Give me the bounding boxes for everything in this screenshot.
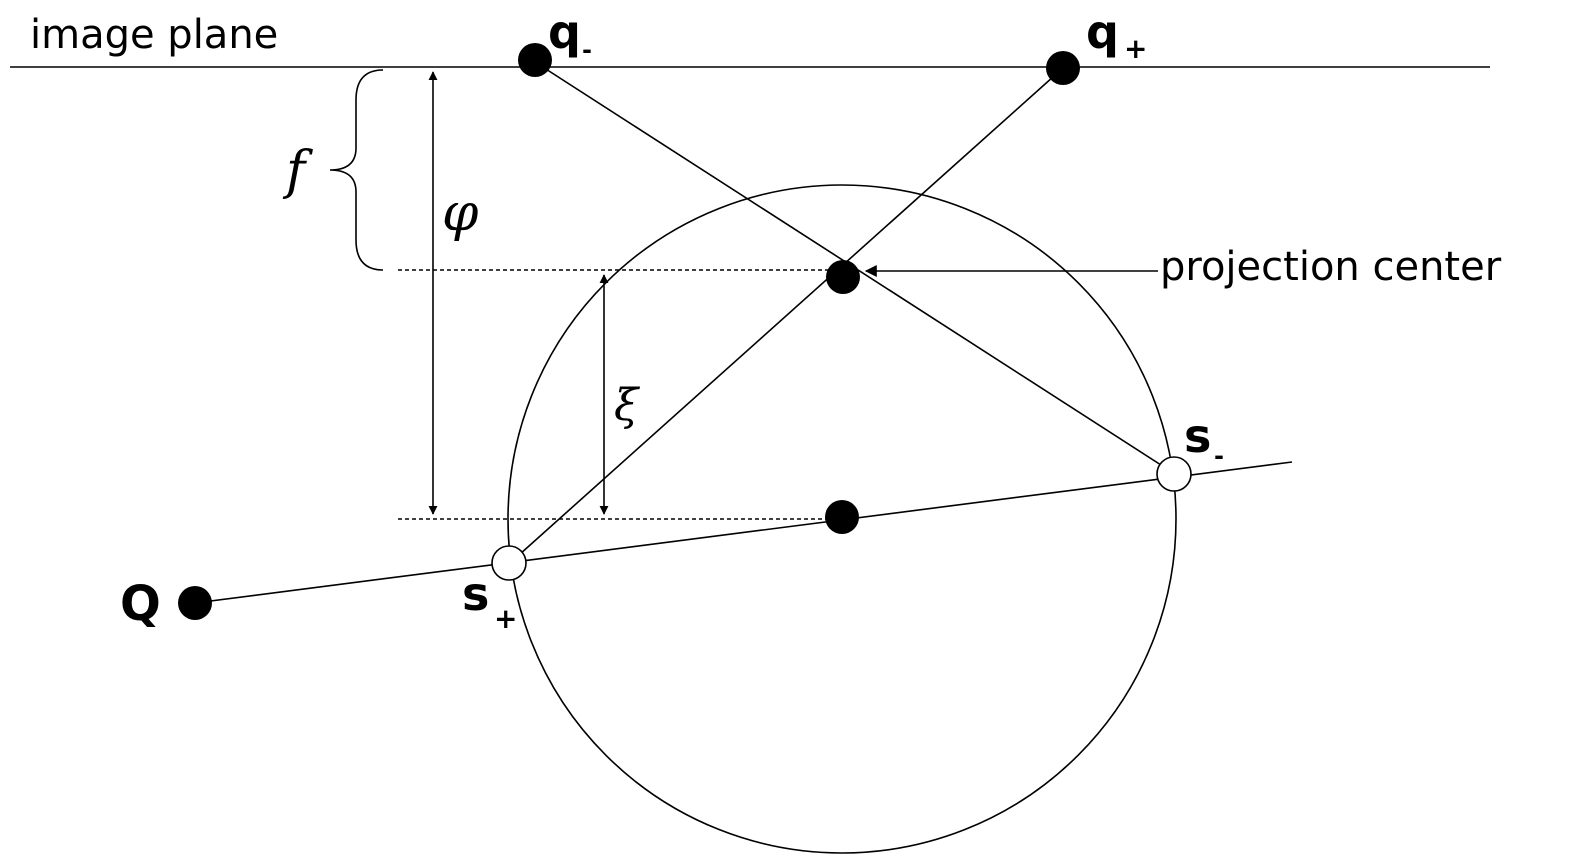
image-plane-label: image plane <box>30 12 278 58</box>
Q-label: Q <box>120 576 161 632</box>
s-minus-subscript: - <box>1214 442 1224 470</box>
q-minus-subscript: - <box>582 36 592 64</box>
Q-point <box>178 586 212 620</box>
q-plus-label: q <box>1086 5 1119 59</box>
s-minus-point <box>1156 456 1192 492</box>
projection-center-label: projection center <box>1160 244 1502 290</box>
unit-sphere-circle <box>507 184 1177 854</box>
s-minus-label: s <box>1184 409 1211 463</box>
s-plus-label: s <box>462 567 489 621</box>
f-curly-brace <box>329 69 384 271</box>
ray-q-plus-to-s-plus <box>509 67 1064 564</box>
f-label: f <box>282 141 313 201</box>
q-plus-point <box>1046 51 1080 85</box>
xi-label: ξ <box>614 380 641 431</box>
s-plus-subscript: + <box>494 602 517 635</box>
s-plus-point <box>491 545 527 581</box>
phi-label: φ <box>442 183 479 243</box>
sphere-center-point <box>825 500 859 534</box>
q-minus-label: q <box>548 5 581 59</box>
projection-center-point <box>826 260 860 294</box>
q-plus-subscript: + <box>1124 32 1147 65</box>
q-minus-point <box>518 43 552 77</box>
line-Q-through-center <box>194 461 1293 604</box>
